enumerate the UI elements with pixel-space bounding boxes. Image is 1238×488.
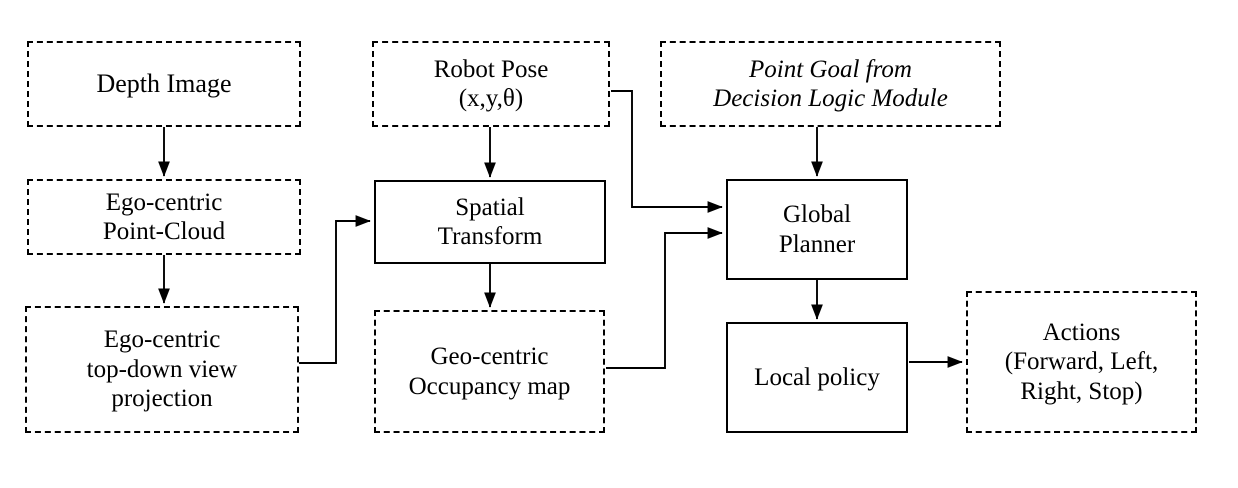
node-label-actions: Actions (Forward, Left, Right, Stop) xyxy=(1004,318,1159,405)
node-label-geo-occupancy-map: Geo-centric Occupancy map xyxy=(408,343,571,400)
node-ego-point-cloud: Ego-centric Point-Cloud xyxy=(27,179,301,255)
edge-projection-to-transform xyxy=(299,215,371,364)
node-ego-top-down-projection: Ego-centric top-down view projection xyxy=(25,306,299,433)
node-label-ego-top-down-projection: Ego-centric top-down view projection xyxy=(86,326,238,413)
node-local-policy: Local policy xyxy=(726,322,908,433)
node-label-robot-pose: Robot Pose (x,y,θ) xyxy=(433,55,549,113)
node-label-local-policy: Local policy xyxy=(754,363,880,391)
node-depth-image: Depth Image xyxy=(27,41,301,127)
node-global-planner: Global Planner xyxy=(726,179,908,280)
node-actions: Actions (Forward, Left, Right, Stop) xyxy=(966,291,1197,433)
node-spatial-transform: Spatial Transform xyxy=(374,180,606,264)
node-robot-pose: Robot Pose (x,y,θ) xyxy=(372,41,610,127)
node-label-point-goal: Point Goal from Decision Logic Module xyxy=(713,55,948,113)
node-label-spatial-transform: Spatial Transform xyxy=(437,193,543,251)
node-label-depth-image: Depth Image xyxy=(96,68,232,98)
node-geo-occupancy-map: Geo-centric Occupancy map xyxy=(374,310,605,433)
node-label-global-planner: Global Planner xyxy=(778,201,856,258)
edge-occupancy-to-global-planner xyxy=(606,227,723,369)
node-label-ego-point-cloud: Ego-centric Point-Cloud xyxy=(102,188,226,246)
node-point-goal: Point Goal from Decision Logic Module xyxy=(660,41,1001,127)
